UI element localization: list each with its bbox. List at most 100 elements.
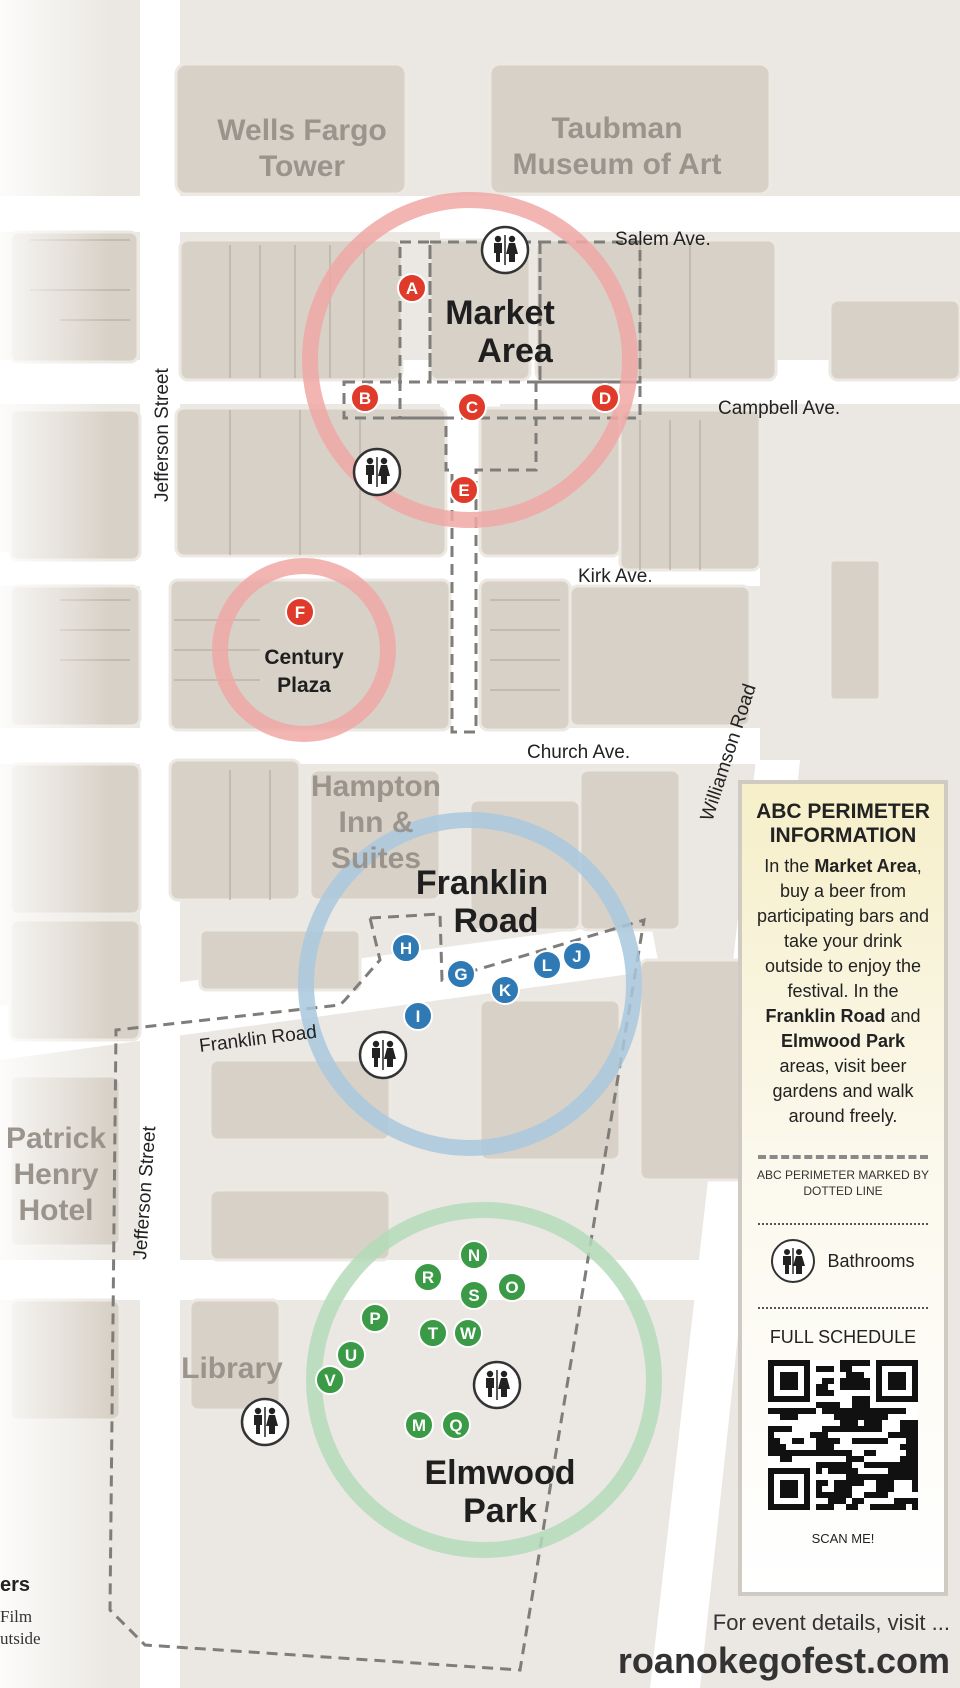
panel-description: In the Market Area, buy a beer from part… <box>756 854 930 1129</box>
cutoff-legend-text: Film utside <box>0 1606 41 1650</box>
marker-q-dot <box>441 1410 471 1440</box>
cutoff-legend-line-1: Film <box>0 1607 33 1626</box>
elmwood-park-zone-ring <box>306 1202 662 1558</box>
vendor-markers: A B C D E F G H I J K L M N O P Q R S T UV W <box>285 273 620 1440</box>
taubman-label-1: Taubman <box>551 112 682 145</box>
marker-b[interactable]: B <box>350 383 380 413</box>
century-plaza-label-2: Plaza <box>277 674 331 697</box>
jefferson-street-north-label: Jefferson Street <box>152 367 173 502</box>
marker-e[interactable]: E <box>449 475 479 505</box>
desc-elmwood-park: Elmwood Park <box>780 1031 906 1051</box>
marker-t-letter: T <box>428 1324 439 1343</box>
marker-v[interactable]: V <box>315 1365 345 1395</box>
scan-me-label: SCAN ME! <box>811 1531 875 1546</box>
marker-l[interactable]: L <box>532 950 562 980</box>
marker-o[interactable]: O <box>497 1272 527 1302</box>
desc-franklin-road: Franklin Road <box>765 1006 886 1026</box>
marker-c-dot <box>457 392 487 422</box>
library-label: Library <box>181 1352 283 1385</box>
marker-a[interactable]: A <box>397 273 427 303</box>
marker-h-dot <box>391 933 421 963</box>
website-link[interactable]: roanokegofest.com <box>617 1640 950 1681</box>
marker-f[interactable]: F <box>285 597 315 627</box>
marker-m-dot <box>404 1410 434 1440</box>
marker-w-dot <box>453 1318 483 1348</box>
marker-f-letter: F <box>295 603 305 622</box>
franklin-road-label-2: Road <box>454 902 539 940</box>
marker-m[interactable]: M <box>404 1410 434 1440</box>
marker-w[interactable]: W <box>453 1318 483 1348</box>
marker-b-letter: B <box>359 389 371 408</box>
marker-w-letter: W <box>460 1324 477 1343</box>
marker-s[interactable]: S <box>459 1280 489 1310</box>
restroom-icon[interactable] <box>240 1397 290 1447</box>
marker-j[interactable]: J <box>562 941 592 971</box>
restroom-icon[interactable] <box>358 1030 408 1080</box>
campbell-ave-label: Campbell Ave. <box>718 398 840 419</box>
marker-g[interactable]: G <box>446 959 476 989</box>
marker-s-dot <box>459 1280 489 1310</box>
wells-fargo-label-2: Tower <box>259 150 345 183</box>
marker-g-letter: G <box>454 965 467 984</box>
marker-c[interactable]: C <box>457 392 487 422</box>
patrick-henry-label-3: Hotel <box>19 1194 94 1227</box>
marker-l-dot <box>532 950 562 980</box>
marker-q[interactable]: Q <box>441 1410 471 1440</box>
marker-o-dot <box>497 1272 527 1302</box>
marker-n-letter: N <box>468 1246 480 1265</box>
marker-a-dot <box>397 273 427 303</box>
marker-e-dot <box>449 475 479 505</box>
marker-i[interactable]: I <box>403 1001 433 1031</box>
desc-part: areas, visit beer gardens and walk aroun… <box>772 1056 914 1126</box>
qr-code-icon[interactable] <box>768 1360 918 1510</box>
marker-f-dot <box>285 597 315 627</box>
marker-u[interactable]: U <box>336 1340 366 1370</box>
desc-part: In the <box>764 856 815 876</box>
marker-p-dot <box>360 1303 390 1333</box>
marker-d[interactable]: D <box>590 383 620 413</box>
marker-v-dot <box>315 1365 345 1395</box>
marker-a-letter: A <box>406 279 418 298</box>
perimeter-note: ABC PERIMETER MARKED BY DOTTED LINE <box>756 1168 930 1198</box>
bathrooms-legend: Bathrooms <box>742 1239 944 1283</box>
marker-n[interactable]: N <box>459 1240 489 1270</box>
marker-d-letter: D <box>599 389 611 408</box>
landmark-labels: Wells Fargo Tower Taubman Museum of Art … <box>6 112 721 1385</box>
marker-r-dot <box>413 1262 443 1292</box>
marker-r[interactable]: R <box>413 1262 443 1292</box>
panel-title: ABC PERIMETER INFORMATION <box>756 800 930 847</box>
marker-j-letter: J <box>572 947 581 966</box>
desc-part: and <box>885 1006 921 1026</box>
abc-perimeter-info-panel: ABC PERIMETER INFORMATION In the Market … <box>738 780 948 1596</box>
marker-g-dot <box>446 959 476 989</box>
marker-u-letter: U <box>345 1346 357 1365</box>
marker-r-letter: R <box>422 1268 434 1287</box>
restroom-icon[interactable] <box>352 447 402 497</box>
kirk-ave-label: Kirk Ave. <box>578 566 653 587</box>
marker-d-dot <box>590 383 620 413</box>
marker-m-letter: M <box>412 1416 426 1435</box>
marker-t-dot <box>418 1318 448 1348</box>
marker-u-dot <box>336 1340 366 1370</box>
marker-k[interactable]: K <box>490 975 520 1005</box>
patrick-henry-label-1: Patrick <box>6 1122 106 1155</box>
restroom-icon[interactable] <box>480 225 530 275</box>
divider <box>758 1307 928 1309</box>
dashed-line-sample <box>758 1155 928 1159</box>
elmwood-park-label-1: Elmwood <box>424 1454 575 1492</box>
marker-s-letter: S <box>468 1286 479 1305</box>
marker-h[interactable]: H <box>391 933 421 963</box>
restroom-icon[interactable] <box>472 1360 522 1410</box>
left-edge-fade <box>0 0 110 1688</box>
marker-l-letter: L <box>542 956 552 975</box>
marker-t[interactable]: T <box>418 1318 448 1348</box>
marker-p[interactable]: P <box>360 1303 390 1333</box>
market-area-label-2: Area <box>477 332 554 370</box>
marker-q-letter: Q <box>449 1416 462 1435</box>
full-schedule-label: FULL SCHEDULE <box>769 1327 917 1347</box>
franklin-road-zone-ring <box>298 812 642 1156</box>
marker-o-letter: O <box>505 1278 518 1297</box>
divider <box>758 1223 928 1225</box>
hampton-label-2: Inn & <box>339 806 414 839</box>
marker-n-dot <box>459 1240 489 1270</box>
